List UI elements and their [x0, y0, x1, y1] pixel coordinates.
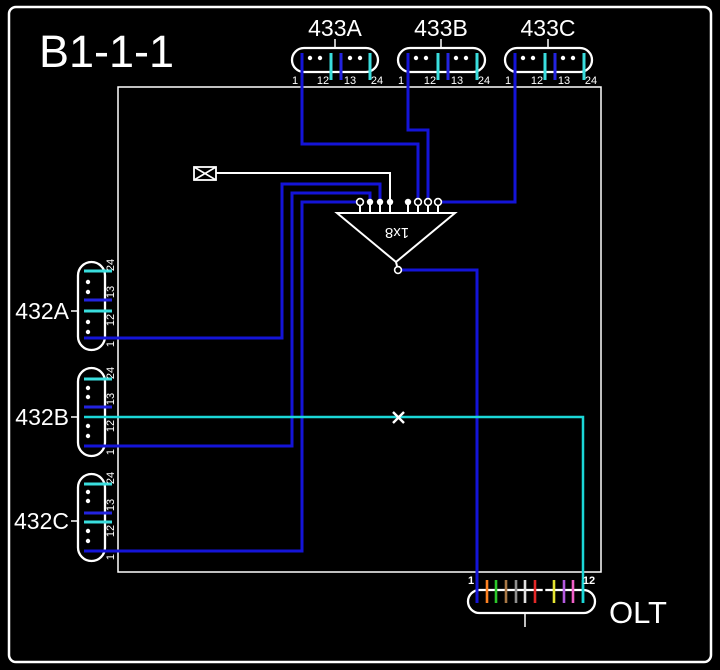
outer-border: [7, 5, 713, 664]
splitter-ratio-label: 1x8: [385, 224, 409, 241]
port-label: 13: [558, 75, 570, 87]
ports-432c: 1 12 13 24: [105, 472, 117, 560]
port-label: 1: [468, 575, 474, 587]
label-432c: 432C: [14, 508, 69, 534]
bowtie-icon[interactable]: [193, 166, 217, 181]
port-label: 13: [105, 499, 117, 511]
ports-433b: 1 12 13 24: [398, 75, 490, 87]
port-label: 12: [105, 525, 117, 537]
label-432b: 432B: [15, 404, 69, 430]
splitter-in3-spliced: [376, 198, 384, 206]
port-label: 1: [292, 75, 298, 87]
port-label: 24: [105, 472, 117, 484]
port-label: 12: [424, 75, 436, 87]
port-label: 13: [451, 75, 463, 87]
splitter-input-pins: [359, 205, 439, 267]
port-label: 12: [105, 420, 117, 432]
connector-bodies: [76, 46, 597, 615]
splitter-in8-open: [433, 197, 443, 207]
label-leader-lines: [71, 39, 549, 627]
ports-433a: 1 12 13 24: [292, 75, 383, 87]
wire-bowtie-to-splitter-in4[interactable]: [216, 172, 391, 199]
port-label: 12: [531, 75, 543, 87]
splitter-output-terminal: [393, 265, 403, 275]
label-433c: 433C: [521, 15, 576, 41]
splitter-feed: [193, 166, 391, 199]
label-433a: 433A: [308, 15, 362, 41]
splitter-in4-spliced: [386, 198, 394, 206]
wire-splitter-out-to-olt-port1[interactable]: [402, 268, 479, 603]
closure-box: [117, 86, 602, 573]
connector-fiber-dots: [85, 55, 576, 544]
port-label: 24: [585, 75, 597, 87]
wire-433c-port1-to-splitter-in8[interactable]: [442, 53, 517, 204]
wire-433b-port1-to-splitter-in7[interactable]: [406, 53, 430, 199]
label-olt: OLT: [609, 595, 667, 630]
port-label: 13: [105, 286, 117, 298]
port-label: 24: [478, 75, 490, 87]
port-label: 1: [105, 341, 117, 347]
splitter-in5-spliced: [404, 198, 412, 206]
port-label: 24: [105, 367, 117, 379]
wire-432b-port12-to-olt-port12[interactable]: [84, 415, 585, 603]
ports-432b: 1 12 13 24: [105, 367, 117, 455]
splitter-input-terminals: [355, 197, 443, 275]
port-label: 12: [583, 575, 595, 587]
label-432a: 432A: [15, 298, 69, 324]
connector-432b-body[interactable]: [76, 366, 107, 458]
port-label: 1: [398, 75, 404, 87]
port-label: 13: [344, 75, 356, 87]
cyan-port-ticks: [84, 53, 586, 524]
splitter-in6-open: [413, 197, 423, 207]
splitter-in2-spliced: [366, 198, 374, 206]
connector-432a-body[interactable]: [76, 260, 107, 352]
connector-432c-body[interactable]: [76, 472, 107, 563]
port-label: 24: [371, 75, 383, 87]
cut-mark-icon: [392, 411, 405, 424]
port-label: 13: [105, 393, 117, 405]
connector-433a-body[interactable]: [290, 46, 380, 74]
connector-433b-body[interactable]: [396, 46, 487, 74]
wire-432b-port1-to-splitter-in2[interactable]: [84, 191, 372, 448]
label-433b: 433B: [414, 15, 468, 41]
page-title: B1-1-1: [39, 26, 174, 77]
blue-port-ticks: [84, 53, 557, 515]
port-label: 1: [105, 449, 117, 455]
ports-432a: 1 12 13 24: [105, 259, 117, 347]
ports-433c: 1 12 13 24: [505, 75, 597, 87]
ports-olt: 1 12: [468, 575, 595, 587]
connector-433c-body[interactable]: [503, 46, 594, 74]
splitter-in1-open: [355, 197, 365, 207]
blue-fiber-wires: [84, 53, 517, 603]
port-label: 1: [105, 554, 117, 560]
port-label: 12: [317, 75, 329, 87]
port-label: 1: [505, 75, 511, 87]
wire-432a-port1-to-splitter-in3[interactable]: [84, 182, 382, 340]
splitter-in7-open: [423, 197, 433, 207]
port-label: 24: [105, 259, 117, 271]
port-label: 12: [105, 314, 117, 326]
splitter-triangle[interactable]: [334, 212, 458, 264]
splitter-1x8: 1x8: [334, 197, 458, 275]
wire-433a-port1-to-splitter-in6[interactable]: [300, 53, 420, 199]
wire-432c-port1-to-splitter-in1[interactable]: [84, 200, 356, 553]
olt-fiber-ticks: [475, 580, 585, 603]
